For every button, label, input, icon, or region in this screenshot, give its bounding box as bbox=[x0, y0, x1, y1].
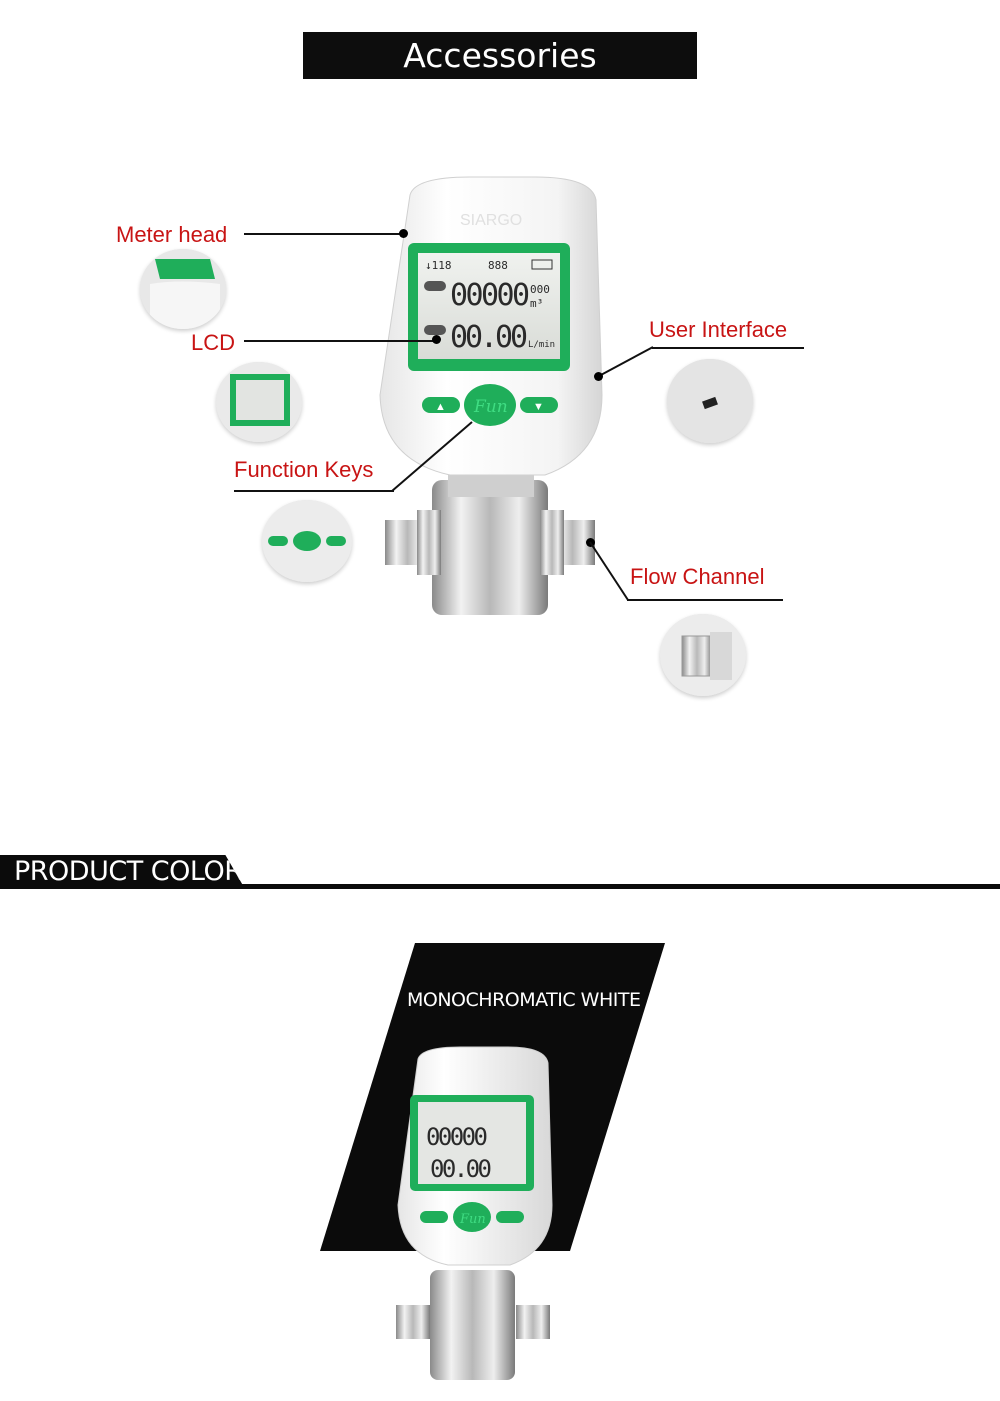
lcd-indicator: ↓118 bbox=[425, 259, 452, 272]
color-name-label: MONOCHROMATIC WHITE bbox=[407, 989, 641, 1011]
callout-line bbox=[391, 421, 473, 492]
fun-key-label: Fun bbox=[473, 397, 508, 417]
key-down-icon: ▼ bbox=[533, 401, 544, 413]
lcd-total-value: 00000 bbox=[450, 278, 530, 313]
callout-line bbox=[234, 490, 394, 492]
lcd-total-value: 00000 bbox=[426, 1123, 488, 1151]
lcd-indicator-mid: 888 bbox=[488, 259, 508, 272]
lcd-flow-value: 00.00 bbox=[450, 320, 528, 355]
lcd-flow-unit: L/min bbox=[528, 340, 555, 350]
callout-user-interface: User Interface bbox=[649, 317, 788, 342]
section-divider bbox=[240, 884, 1000, 889]
flow-channel-thumbnail bbox=[660, 614, 746, 696]
fun-key-label: Fun bbox=[459, 1212, 486, 1227]
brand-text: SIARGO bbox=[460, 212, 522, 229]
meter-head-thumbnail bbox=[140, 249, 226, 329]
lcd-flow-value: 00.00 bbox=[430, 1155, 492, 1183]
white-meter-image: 00000 00.00 Fun bbox=[396, 1046, 553, 1380]
callout-function-keys: Function Keys bbox=[234, 457, 374, 482]
user-interface-thumbnail bbox=[667, 359, 753, 443]
callout-line bbox=[244, 233, 402, 235]
callout-line bbox=[598, 346, 654, 377]
key-up-icon: ▲ bbox=[435, 401, 446, 413]
callout-dot bbox=[432, 335, 441, 344]
section-title-product-color: PRODUCT COLOR bbox=[0, 855, 245, 889]
callout-line bbox=[652, 347, 804, 349]
function-keys-thumbnail bbox=[262, 500, 352, 582]
lcd-thumbnail bbox=[216, 362, 302, 442]
page-title: Accessories Introduction bbox=[303, 32, 697, 122]
lcd-total-unit: m³ bbox=[530, 297, 543, 310]
callout-lcd: LCD bbox=[191, 330, 236, 355]
callout-dot bbox=[594, 372, 603, 381]
callout-line bbox=[589, 541, 629, 601]
callout-line bbox=[627, 599, 783, 601]
lcd-total-decimal: 000 bbox=[530, 283, 550, 296]
callout-dot bbox=[399, 229, 408, 238]
flow-meter-image: SIARGO ↓118 888 00000 000 m³ 00.00 L/min… bbox=[379, 176, 603, 615]
callout-flow-channel: Flow Channel bbox=[630, 564, 765, 589]
callout-meter-head: Meter head bbox=[116, 222, 228, 247]
callout-line bbox=[244, 340, 434, 342]
